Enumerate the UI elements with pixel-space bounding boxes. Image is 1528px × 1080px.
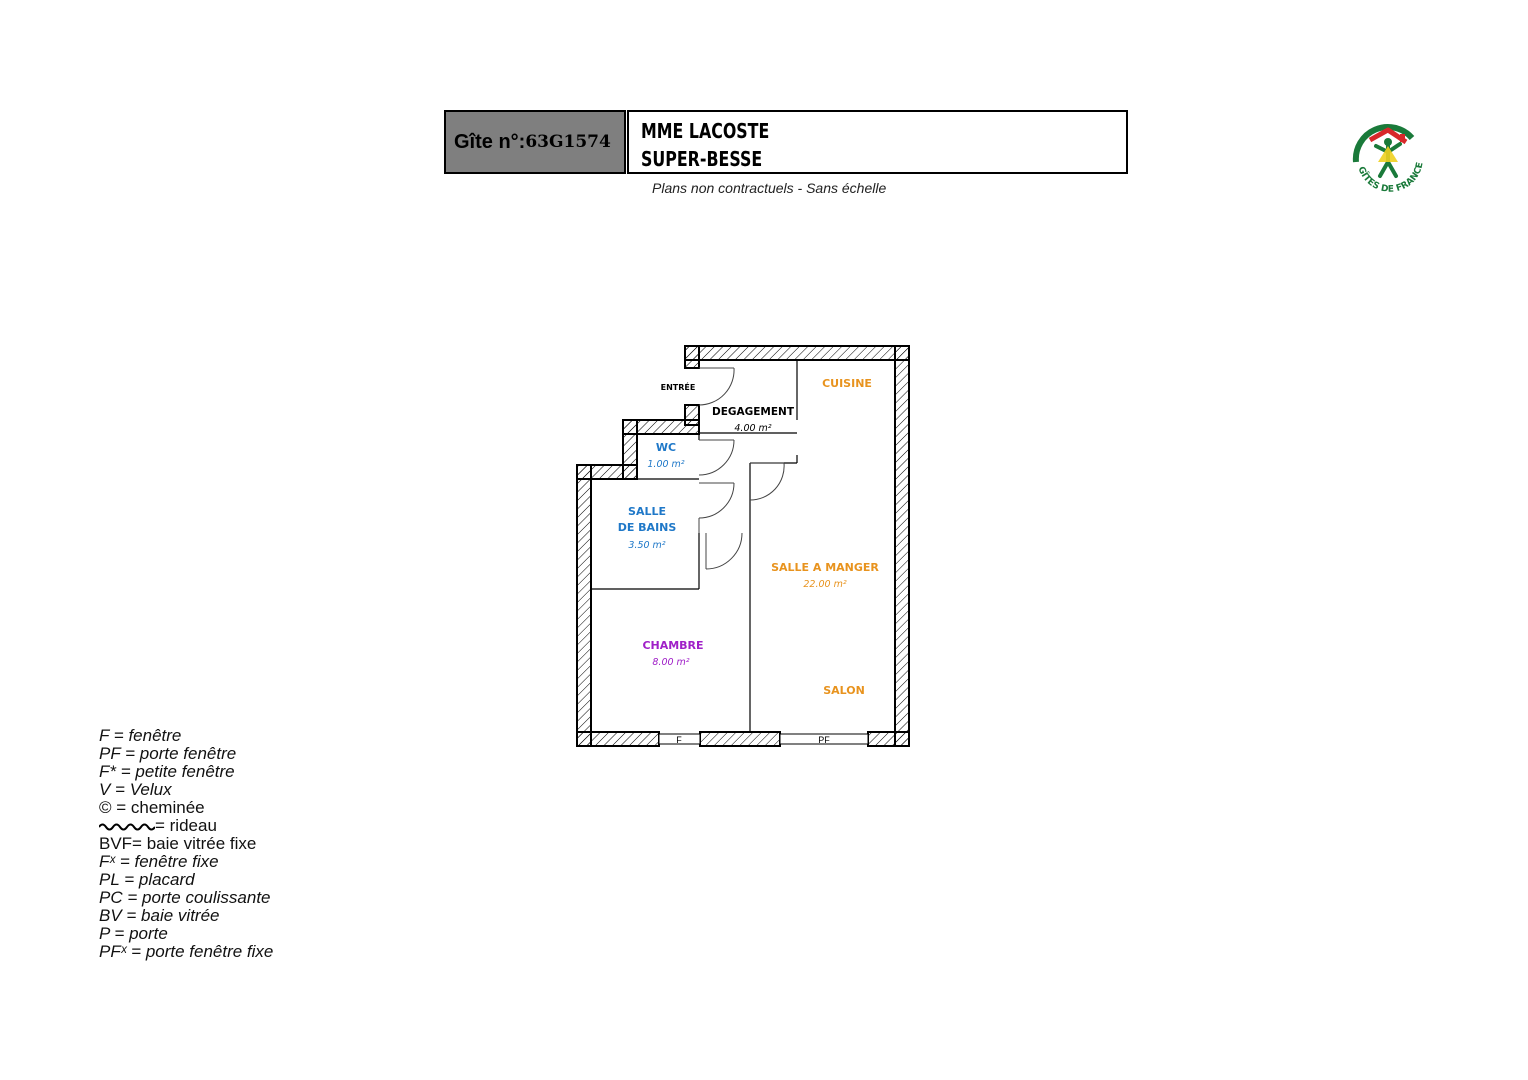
plan-disclaimer: Plans non contractuels - Sans échelle: [652, 180, 887, 196]
place-name: SUPER-BESSE: [641, 147, 763, 171]
legend-rideau-text: = rideau: [155, 816, 217, 835]
room-degagement-area: 4.00 m²: [734, 423, 771, 434]
bottom-openings: F PF: [658, 733, 869, 745]
curtain-wave-icon: [99, 823, 155, 831]
room-degagement-label: DEGAGEMENT: [712, 406, 795, 418]
room-sam-label: SALLE A MANGER: [771, 561, 879, 574]
room-wc-area: 1.00 m²: [647, 459, 684, 470]
gite-number: 63G1574: [525, 132, 611, 152]
room-sdb-label-1: SALLE: [628, 505, 666, 518]
owner-name: MME LACOSTE: [641, 119, 770, 143]
room-chambre-area: 8.00 m²: [652, 657, 689, 668]
legend-item: V = Velux: [99, 780, 172, 799]
legend-item: P = porte: [99, 924, 168, 943]
gite-number-box: Gîte n°: 63G1574: [444, 110, 626, 174]
room-cuisine-label: CUISINE: [822, 377, 872, 390]
legend-item: BV = baie vitrée: [99, 906, 220, 925]
legend-item-rideau: = rideau: [99, 817, 273, 835]
outer-walls: [576, 345, 910, 747]
french-window-label: PF: [818, 735, 830, 745]
owner-box: MME LACOSTE SUPER-BESSE: [627, 110, 1128, 174]
room-chambre-label: CHAMBRE: [642, 639, 703, 652]
room-wc-label: WC: [656, 441, 676, 454]
legend-item: F = fenêtre: [99, 726, 182, 745]
gite-label: Gîte n°:: [454, 130, 526, 153]
window-label: F: [676, 735, 682, 745]
legend-item: PL = placard: [99, 870, 195, 889]
legend-item: BVF= baie vitrée fixe: [99, 834, 257, 853]
legend-item: PC = porte coulissante: [99, 888, 271, 907]
legend-item: PF = porte fenêtre: [99, 744, 237, 763]
legend-item: © = cheminée: [99, 798, 205, 817]
interior-walls: [591, 360, 798, 732]
floor-plan: F PF ENTRÉE DEGAGEMENT 4.00 m: [576, 345, 910, 747]
doors: [698, 367, 785, 570]
room-entree-label: ENTRÉE: [661, 381, 696, 392]
legend-item: Fˣ = fenêtre fixe: [99, 852, 219, 871]
legend-item: PFˣ = porte fenêtre fixe: [99, 942, 274, 961]
gites-de-france-logo-icon: GÎTES DE FRANCE: [1352, 124, 1426, 194]
room-sdb-label-2: DE BAINS: [618, 521, 677, 534]
room-sdb-area: 3.50 m²: [628, 540, 665, 551]
legend-item: F* = petite fenêtre: [99, 762, 235, 781]
room-salon-label: SALON: [823, 684, 865, 697]
room-sam-area: 22.00 m²: [803, 579, 846, 590]
legend: F = fenêtre PF = porte fenêtre F* = peti…: [99, 727, 273, 961]
